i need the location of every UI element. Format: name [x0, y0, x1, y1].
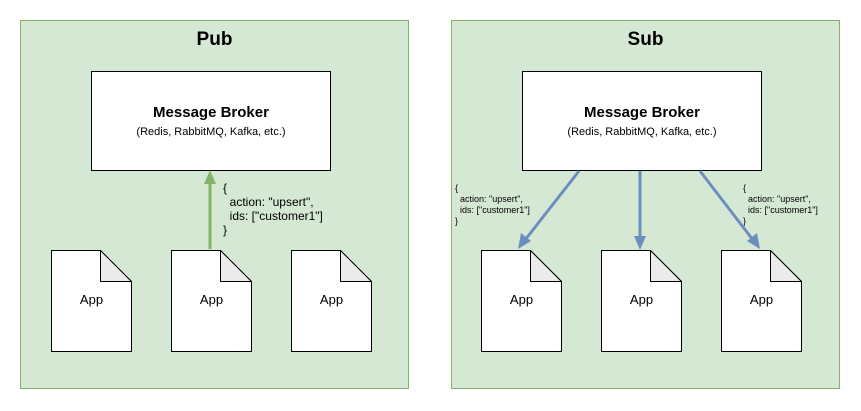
sub-title: Sub — [627, 29, 664, 50]
pub-app-2-label: App — [199, 292, 224, 307]
sub-app-2: App — [601, 250, 682, 352]
document-icon — [481, 250, 562, 352]
sub-app-2-label: App — [629, 292, 654, 307]
sub-app-1-label: App — [509, 292, 534, 307]
document-icon — [291, 250, 372, 352]
sub-panel: Sub Message Broker (Redis, RabbitMQ, Kaf… — [451, 20, 840, 389]
sub-payload-right: { action: "upsert", ids: ["customer1"] } — [743, 183, 818, 226]
sub-app-1: App — [481, 250, 562, 352]
pub-app-2: App — [171, 250, 252, 352]
document-icon — [51, 250, 132, 352]
pub-app-1-label: App — [79, 292, 104, 307]
pub-app-3-label: App — [319, 292, 344, 307]
sub-broker-subtitle: (Redis, RabbitMQ, Kafka, etc.) — [567, 126, 717, 138]
pub-panel: Pub Message Broker (Redis, RabbitMQ, Kaf… — [20, 20, 409, 389]
document-icon — [721, 250, 802, 352]
document-icon — [601, 250, 682, 352]
pub-broker-title: Message Broker — [153, 104, 269, 121]
pub-title: Pub — [196, 29, 233, 50]
sub-app-3-label: App — [749, 292, 774, 307]
sub-payload-left: { action: "upsert", ids: ["customer1"] } — [455, 183, 530, 226]
pub-message-broker: Message Broker (Redis, RabbitMQ, Kafka, … — [91, 71, 331, 171]
document-icon — [171, 250, 252, 352]
pub-broker-subtitle: (Redis, RabbitMQ, Kafka, etc.) — [136, 126, 286, 138]
sub-broker-title: Message Broker — [584, 104, 700, 121]
pub-payload: { action: "upsert", ids: ["customer1"] } — [223, 181, 323, 237]
pub-app-3: App — [291, 250, 372, 352]
sub-message-broker: Message Broker (Redis, RabbitMQ, Kafka, … — [522, 71, 762, 171]
pub-app-1: App — [51, 250, 132, 352]
sub-app-3: App — [721, 250, 802, 352]
